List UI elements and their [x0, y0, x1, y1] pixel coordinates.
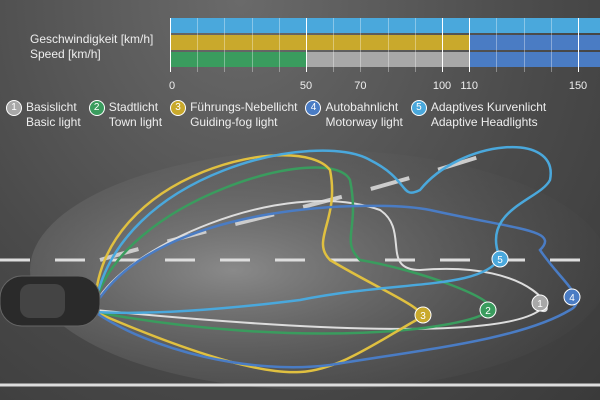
- bar-segment-motorway-light: [469, 35, 600, 50]
- legend-en: Town light: [108, 115, 163, 129]
- svg-text:4: 4: [569, 293, 575, 304]
- grid-line: [278, 18, 280, 72]
- marker-4: 4: [563, 288, 581, 306]
- axis-label: Geschwindigkeit [km/h] Speed [km/h]: [30, 32, 153, 62]
- badge-5: 5: [410, 100, 427, 116]
- grid-line: [469, 18, 471, 72]
- grid-line: [523, 18, 525, 72]
- legend-de: Führungs-Nebellicht: [190, 100, 298, 114]
- grid-line: [251, 18, 253, 72]
- marker-1: 1: [531, 294, 549, 312]
- grid-line: [333, 18, 335, 72]
- bar-segment-adaptive-headlights: [170, 18, 600, 33]
- svg-text:2: 2: [485, 306, 491, 317]
- grid-line: [550, 18, 552, 72]
- grid-line: [578, 18, 579, 72]
- svg-text:3: 3: [420, 311, 426, 322]
- legend-de: Stadtlicht: [108, 100, 159, 114]
- bar-segment-basic-light: [306, 52, 470, 67]
- grid-line: [197, 18, 199, 72]
- light-glow: [30, 150, 600, 390]
- grid-line: [360, 18, 362, 72]
- tick-label: 150: [568, 80, 588, 92]
- motorway-light-contour: [93, 204, 578, 369]
- grid-line: [224, 18, 226, 72]
- bar-segment-guiding-fog-light: [170, 35, 470, 50]
- badge-3: 3: [170, 100, 187, 116]
- marker-3: 3: [414, 306, 432, 324]
- axis-label-en: Speed [km/h]: [30, 47, 101, 61]
- bar-segment-town-light: [170, 52, 306, 67]
- legend-de: Basislicht: [26, 100, 77, 114]
- legend-de: Autobahnlicht: [325, 100, 399, 114]
- grid-line: [414, 18, 416, 72]
- bar-segment-motorway-light: [469, 52, 600, 67]
- tick-label: 50: [299, 80, 313, 92]
- grid-line: [306, 18, 307, 72]
- badge-2: 2: [88, 100, 105, 116]
- tick-label: 0: [168, 80, 176, 92]
- grid-line: [442, 18, 443, 72]
- car: [0, 275, 101, 327]
- marker-2: 2: [479, 301, 497, 319]
- tick-label: 70: [354, 80, 367, 92]
- legend-en: Motorway light: [325, 115, 403, 129]
- legend-en: Adaptive Headlights: [430, 115, 538, 129]
- marker-5: 5: [491, 250, 509, 268]
- legend-en: Basic light: [26, 115, 81, 129]
- grid-line: [170, 18, 171, 72]
- legend-en: Guiding-fog light: [190, 115, 278, 129]
- grid-line: [496, 18, 498, 72]
- tick-label: 100: [432, 80, 452, 92]
- curve-lane-line: [99, 148, 501, 262]
- adaptive-light-contour: [93, 145, 552, 315]
- tick-label: 110: [460, 80, 478, 92]
- svg-text:1: 1: [537, 299, 543, 310]
- grid-line: [387, 18, 389, 72]
- badge-1: 1: [6, 100, 22, 116]
- svg-text:5: 5: [497, 255, 503, 266]
- fog-light-contour: [93, 153, 423, 374]
- badge-4: 4: [305, 100, 322, 116]
- basic-light-contour: [94, 200, 548, 330]
- axis-label-de: Geschwindigkeit [km/h]: [30, 32, 154, 46]
- legend-de: Adaptives Kurvenlicht: [430, 100, 547, 114]
- town-light-contour: [93, 166, 493, 335]
